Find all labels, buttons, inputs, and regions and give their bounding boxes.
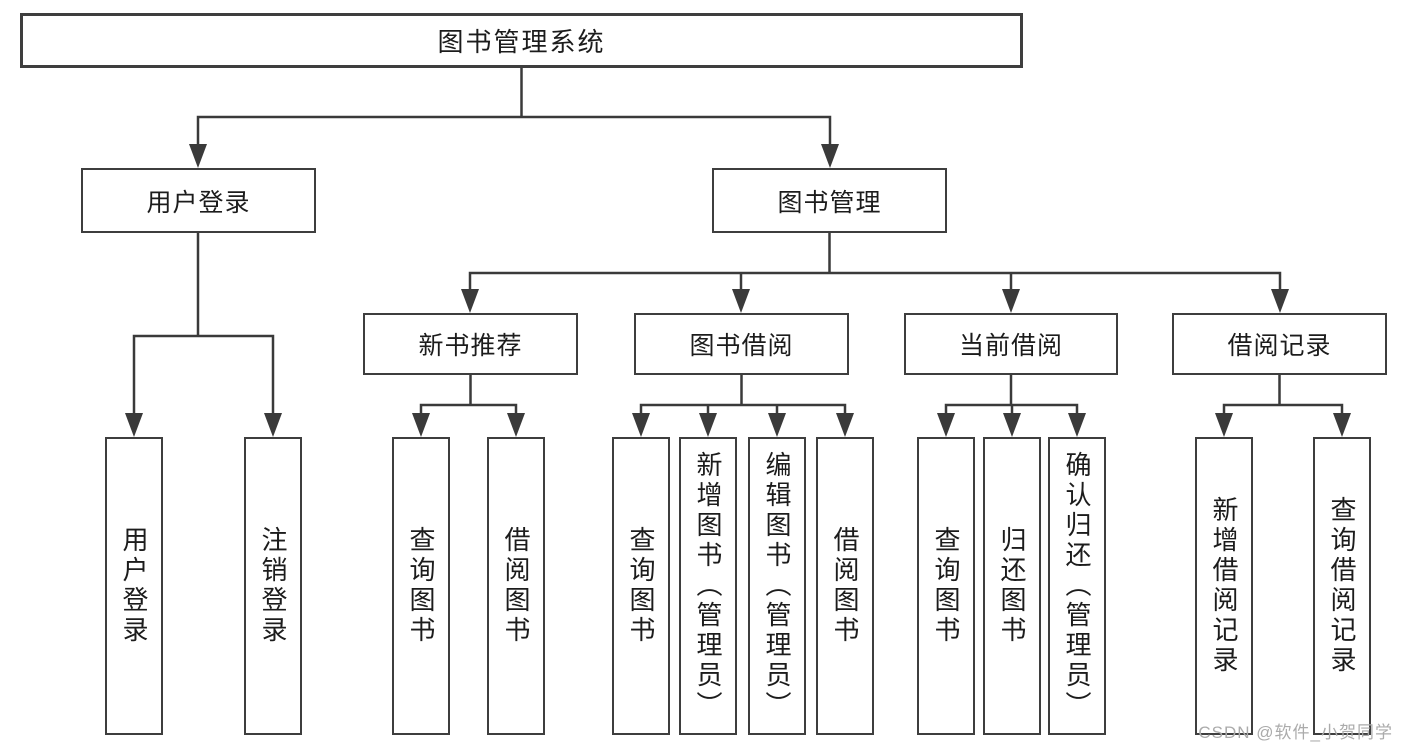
connector-root-to-level2 [196,66,832,150]
csdn-watermark: CSDN @软件_小贺同学 [1198,723,1393,742]
leaf-logout: 注销登录 [244,437,302,735]
node-new-book-recommend: 新书推荐 [363,313,578,375]
leaf-rec-query-book: 查询图书 [392,437,450,735]
node-book-borrow: 图书借阅 [634,313,849,375]
arrowheads-current-borrow-children [937,413,1086,437]
arrowheads-user-login-children [125,413,282,437]
node-borrow-records: 借阅记录 [1172,313,1387,375]
arrowheads-new-book-rec-children [412,413,525,437]
arrowheads-borrow-records-children [1215,413,1351,437]
leaf-bb-add-book-admin: 新增图书（管理员） [679,437,737,735]
node-library-management-system: 图书管理系统 [20,13,1023,68]
node-user-login: 用户登录 [81,168,316,233]
leaf-br-add-record: 新增借阅记录 [1195,437,1253,735]
leaf-cb-confirm-return-admin: 确认归还（管理员） [1048,437,1106,735]
arrowheads-book-mgmt-children [461,289,1289,313]
connector-current-borrow-children [944,373,1079,417]
node-current-borrow: 当前借阅 [904,313,1118,375]
connector-new-book-rec-children [419,373,518,417]
leaf-bb-edit-book-admin: 编辑图书（管理员） [748,437,806,735]
connector-book-mgmt-children [468,231,1282,293]
arrowheads-book-borrow-children [632,413,854,437]
leaf-cb-query-book: 查询图书 [917,437,975,735]
node-book-management: 图书管理 [712,168,947,233]
connector-borrow-records-children [1222,373,1344,417]
leaf-bb-query-book: 查询图书 [612,437,670,735]
leaf-cb-return-book: 归还图书 [983,437,1041,735]
arrowheads-root-to-level2 [189,144,839,168]
leaf-user-login: 用户登录 [105,437,163,735]
connector-user-login-children [132,231,275,417]
leaf-bb-borrow-book: 借阅图书 [816,437,874,735]
leaf-br-query-record: 查询借阅记录 [1313,437,1371,735]
leaf-rec-borrow-book: 借阅图书 [487,437,545,735]
connector-book-borrow-children [639,373,847,417]
